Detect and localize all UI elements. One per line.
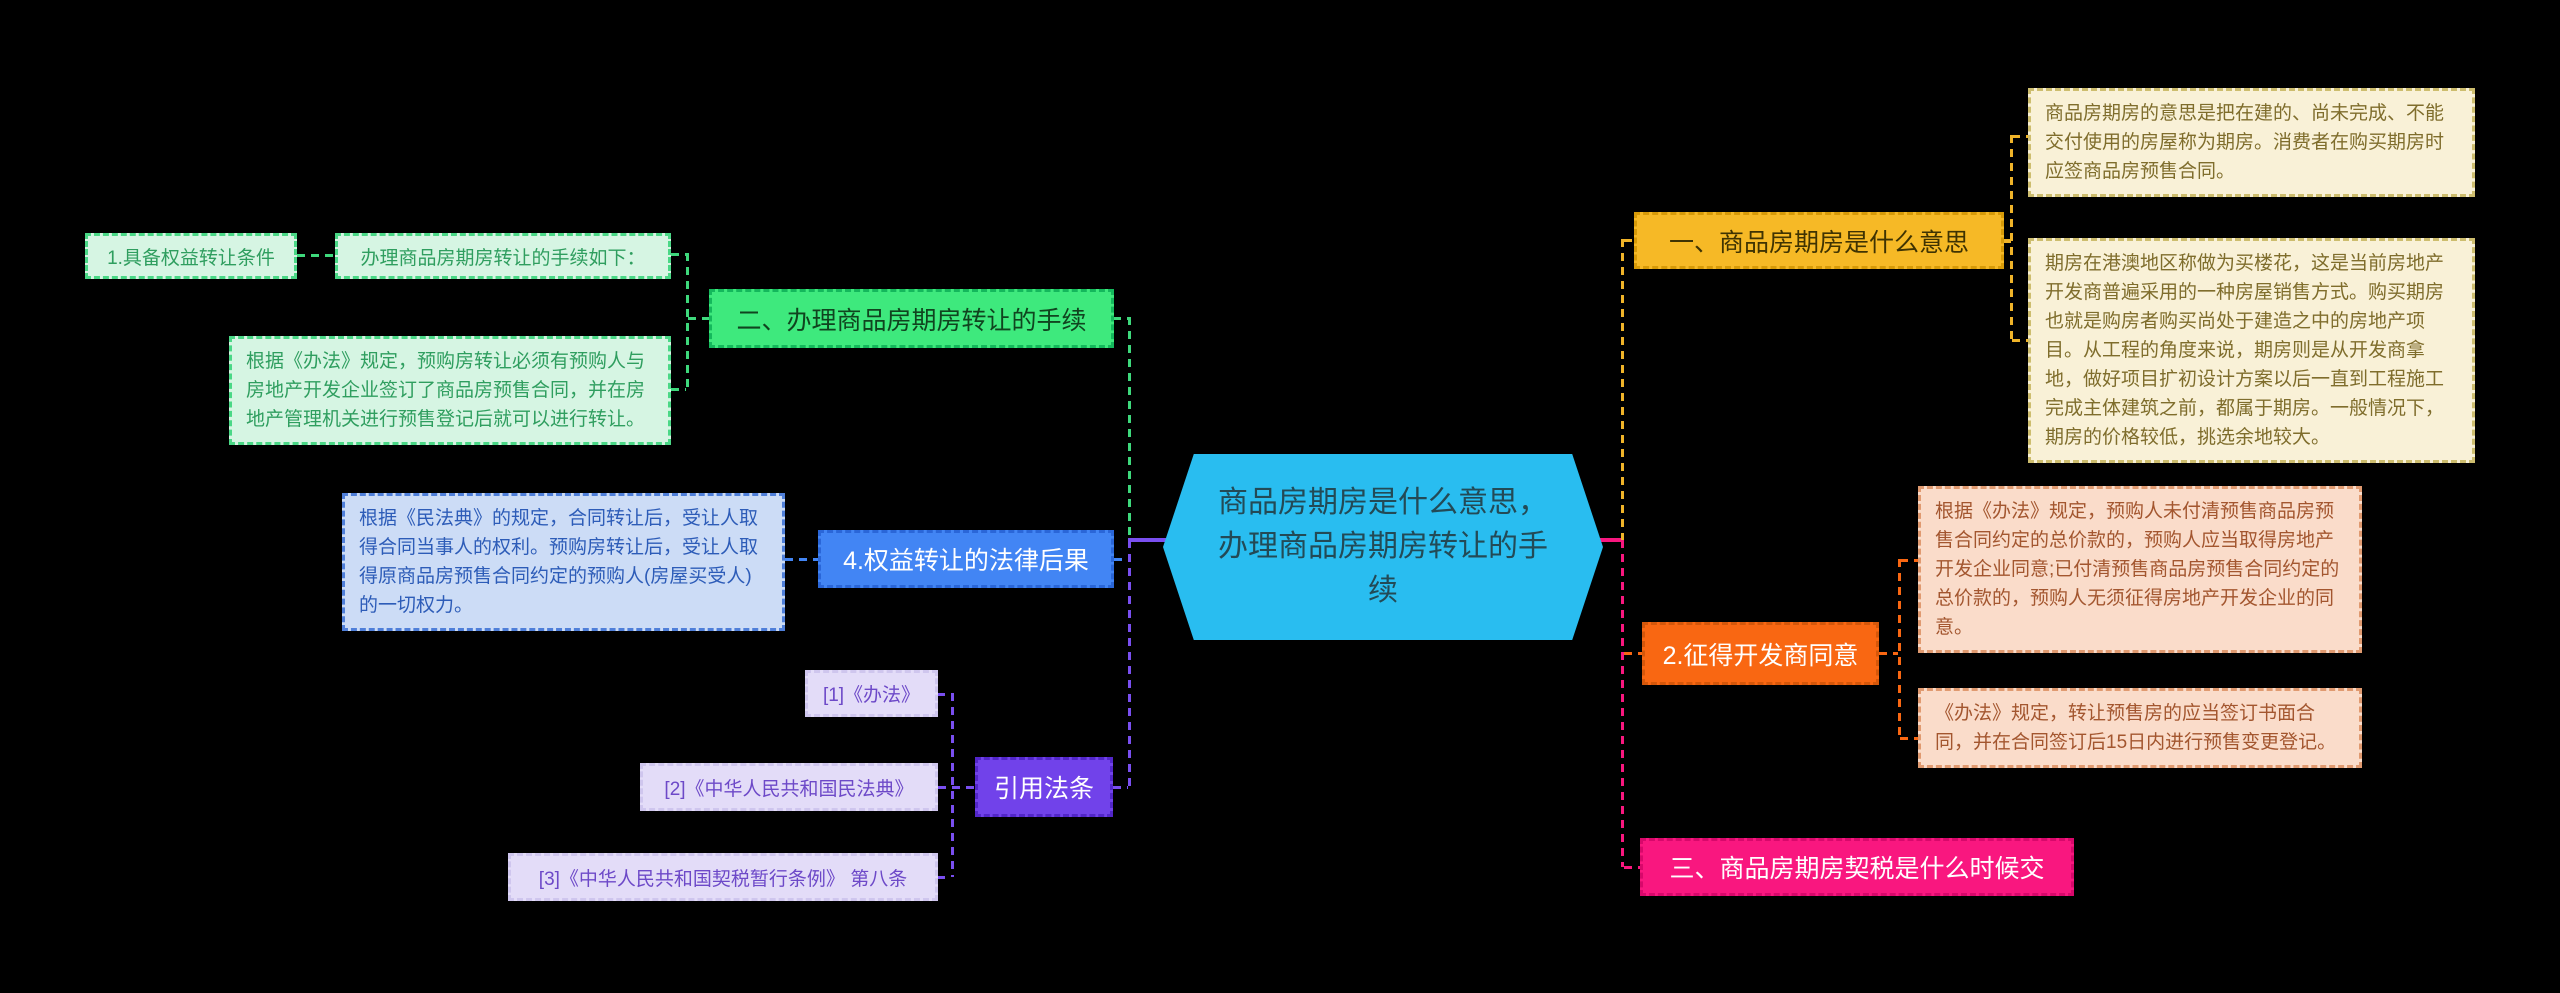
connector-cite3-trunk <box>937 876 951 879</box>
central-topic-label: 商品房期房是什么意思，办理商品房期房转让的手续 <box>1218 486 1548 607</box>
node-meaning[interactable]: 一、商品房期房是什么意思 <box>1634 212 2004 269</box>
connector-trunk-orange-node <box>1624 652 1642 655</box>
connector-detail-trunk <box>671 388 686 391</box>
node-legal-consequence[interactable]: 4.权益转让的法律后果 <box>818 530 1114 588</box>
transfer-condition-label: 1.具备权益转让条件 <box>107 247 275 269</box>
para-procedure-detail[interactable]: 根据《办法》规定，预购房转让必须有预购人与房地产开发企业签订了商品房预售合同，并… <box>229 336 671 445</box>
connector-meaning-detail2 <box>2012 339 2028 342</box>
connector-consent-detail2 <box>1900 737 1918 740</box>
para-meaning-2[interactable]: 期房在港澳地区称做为买楼花，这是当前房地产开发商普遍采用的一种房屋销售方式。购买… <box>2028 238 2475 463</box>
connector-main-trunk-pink <box>1621 540 1624 867</box>
box-citation-1[interactable]: [1]《办法》 <box>805 670 938 717</box>
connector-trunk-pink-node <box>1624 866 1640 869</box>
meaning-detail-1-text: 商品房期房的意思是把在建的、尚未完成、不能交付使用的房屋称为期房。消费者在购买期… <box>2045 103 2445 182</box>
connector-center-right <box>1600 538 1623 542</box>
connector-yellow-node-subtrunk <box>2003 239 2011 243</box>
citation-2-label: [2]《中华人民共和国民法典》 <box>664 778 914 800</box>
box-citation-2[interactable]: [2]《中华人民共和国民法典》 <box>640 763 938 811</box>
connector-purple-node-main <box>1113 786 1128 789</box>
node-deed-tax-label: 三、商品房期房契税是什么时候交 <box>1669 855 2045 883</box>
consent-detail-1-text: 根据《办法》规定，预购人未付清预售商品房预售合同约定的总价款的，预购人应当取得房… <box>1935 501 2340 638</box>
procedure-intro-label: 办理商品房期房转让的手续如下： <box>360 247 646 269</box>
box-transfer-condition[interactable]: 1.具备权益转让条件 <box>85 233 297 279</box>
central-topic[interactable]: 商品房期房是什么意思，办理商品房期房转让的手续 <box>1163 454 1603 640</box>
node-deed-tax[interactable]: 三、商品房期房契税是什么时候交 <box>1640 838 2074 896</box>
para-consent-1[interactable]: 根据《办法》规定，预购人未付清预售商品房预售合同约定的总价款的，预购人应当取得房… <box>1918 486 2362 653</box>
connector-orange-subtrunk <box>1898 559 1901 739</box>
connector-intro-trunk <box>671 253 686 256</box>
consent-detail-2-text: 《办法》规定，转让预售房的应当签订书面合同，并在合同签订后15日内进行预售变更登… <box>1935 703 2337 753</box>
connector-main-trunk-yellow <box>1621 239 1624 540</box>
connector-trunk-green-node <box>688 317 709 320</box>
connector-meaning-detail1 <box>2012 135 2028 138</box>
node-developer-consent[interactable]: 2.征得开发商同意 <box>1642 622 1879 685</box>
connector-condition-intro <box>297 254 335 257</box>
connector-center-left <box>1128 538 1166 542</box>
box-citation-3[interactable]: [3]《中华人民共和国契税暂行条例》 第八条 <box>508 853 938 901</box>
node-procedure[interactable]: 二、办理商品房期房转让的手续 <box>709 289 1114 348</box>
connector-green-node-main <box>1113 317 1130 320</box>
procedure-detail-text: 根据《办法》规定，预购房转让必须有预购人与房地产开发企业签订了商品房预售合同，并… <box>246 351 646 430</box>
legal-consequence-text: 根据《民法典》的规定，合同转让后，受让人取得合同当事人的权利。预购房转让后，受让… <box>359 508 759 616</box>
meaning-detail-2-text: 期房在港澳地区称做为买楼花，这是当前房地产开发商普遍采用的一种房屋销售方式。购买… <box>2045 253 2445 448</box>
connector-yellow-subtrunk <box>2010 135 2013 341</box>
connector-blue-node-main <box>1114 558 1128 561</box>
connector-purple-subtrunk <box>951 693 954 877</box>
connector-cite2-node <box>938 786 975 789</box>
para-legal-consequence[interactable]: 根据《民法典》的规定，合同转让后，受让人取得合同当事人的权利。预购房转让后，受让… <box>342 493 785 631</box>
node-legal-consequence-label: 4.权益转让的法律后果 <box>843 547 1089 575</box>
node-citations[interactable]: 引用法条 <box>975 757 1113 817</box>
box-procedure-intro[interactable]: 办理商品房期房转让的手续如下： <box>335 233 671 279</box>
citation-3-label: [3]《中华人民共和国契税暂行条例》 第八条 <box>538 868 908 890</box>
connector-consent-detail1 <box>1900 559 1918 562</box>
connector-main-trunk-green <box>1128 317 1131 540</box>
node-citations-label: 引用法条 <box>993 775 1094 803</box>
connector-orange-node-subtrunk <box>1879 652 1898 655</box>
connector-legal-detail <box>785 558 818 561</box>
para-meaning-1[interactable]: 商品房期房的意思是把在建的、尚未完成、不能交付使用的房屋称为期房。消费者在购买期… <box>2028 88 2475 197</box>
citation-1-label: [1]《办法》 <box>822 685 921 706</box>
connector-trunk-yellow-node <box>1624 239 1634 242</box>
connector-cite1-trunk <box>937 693 951 696</box>
node-procedure-label: 二、办理商品房期房转让的手续 <box>736 306 1087 335</box>
connector-green-subtrunk <box>686 253 689 389</box>
node-developer-consent-label: 2.征得开发商同意 <box>1662 641 1859 670</box>
para-consent-2[interactable]: 《办法》规定，转让预售房的应当签订书面合同，并在合同签订后15日内进行预售变更登… <box>1918 688 2362 768</box>
connector-main-trunk-purple <box>1128 540 1131 787</box>
node-meaning-label: 一、商品房期房是什么意思 <box>1668 228 1969 257</box>
